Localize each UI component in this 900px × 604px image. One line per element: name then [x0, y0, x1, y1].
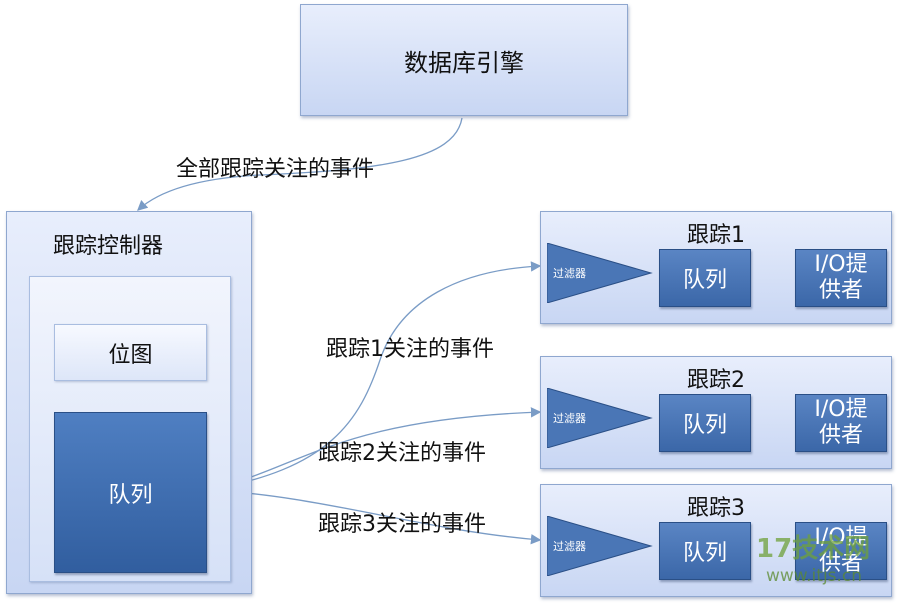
trace2-io-provider-line2: 供者	[818, 423, 863, 448]
trace2-io-provider-line1: I/O提	[814, 397, 868, 422]
trace1-box: 跟踪1 过滤器 队列 I/O提 供者	[540, 211, 892, 324]
trace3-filter-label: 过滤器	[553, 540, 586, 553]
trace2-filter-triangle	[547, 388, 653, 448]
controller-queue-box: 队列	[54, 412, 207, 573]
engine-edge-label: 全部跟踪关注的事件	[176, 157, 375, 182]
trace1-filter-label: 过滤器	[553, 267, 586, 280]
watermark: 17技术网 www.itjs.cn	[752, 524, 892, 596]
trace2-queue-label: 队列	[682, 413, 727, 438]
trace2-io-provider-box: I/O提 供者	[795, 394, 887, 452]
database-engine-box: 数据库引擎	[300, 4, 628, 116]
trace3-io-provider-line2: 供者	[818, 551, 863, 576]
database-engine-label: 数据库引擎	[404, 48, 524, 77]
trace3-io-provider-box: I/O提 供者	[795, 522, 887, 580]
trace3-title: 跟踪3	[687, 496, 745, 521]
trace1-queue-box: 队列	[659, 249, 751, 307]
bitmap-box: 位图	[54, 324, 207, 381]
trace1-filter-triangle	[547, 243, 653, 303]
trace3-queue-label: 队列	[682, 541, 727, 566]
trace-controller-box: 跟踪控制器 位图 队列	[6, 211, 252, 594]
trace3-queue-box: 队列	[659, 522, 751, 580]
trace1-io-provider-line1: I/O提	[814, 252, 868, 277]
trace2-box: 跟踪2 过滤器 队列 I/O提 供者	[540, 356, 892, 469]
edge-label-trace1: 跟踪1关注的事件	[326, 337, 494, 362]
trace2-filter-label: 过滤器	[553, 412, 586, 425]
trace3-filter-triangle	[547, 516, 653, 576]
trace2-title: 跟踪2	[687, 368, 745, 393]
trace2-queue-box: 队列	[659, 394, 751, 452]
watermark-logo-text: 17技术网	[756, 534, 871, 564]
controller-queue-label: 队列	[108, 482, 153, 508]
edge-label-trace2: 跟踪2关注的事件	[318, 441, 486, 466]
watermark-url: www.itjs.cn	[766, 566, 863, 586]
trace1-title: 跟踪1	[687, 223, 745, 248]
bitmap-label: 位图	[108, 342, 153, 368]
trace-controller-title: 跟踪控制器	[53, 234, 164, 259]
trace3-box: 跟踪3 过滤器 队列 I/O提 供者	[540, 484, 892, 597]
edge-label-trace3: 跟踪3关注的事件	[318, 512, 486, 537]
trace3-io-provider-line1: I/O提	[814, 525, 868, 550]
trace1-queue-label: 队列	[682, 268, 727, 293]
trace1-io-provider-line2: 供者	[818, 278, 863, 303]
trace-controller-inner-panel: 位图 队列	[29, 276, 231, 582]
trace1-io-provider-box: I/O提 供者	[795, 249, 887, 307]
